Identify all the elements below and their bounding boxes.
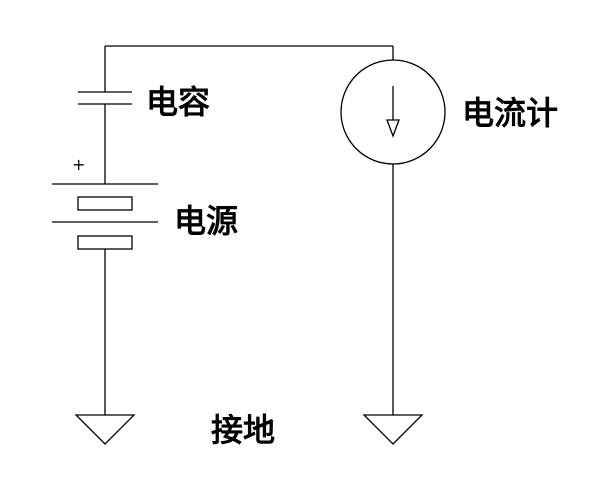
positive-terminal-label: + <box>72 155 85 174</box>
capacitor-symbol <box>78 91 132 105</box>
battery-symbol <box>52 183 158 250</box>
ammeter-symbol <box>340 59 446 165</box>
capacitor-label: 电容 <box>146 83 210 121</box>
power-source-label: 电源 <box>174 202 238 240</box>
ground-icon-right <box>362 414 424 445</box>
ammeter-label: 电流计 <box>462 94 558 132</box>
ground-label: 接地 <box>211 411 275 449</box>
ground-icon-left <box>74 414 136 445</box>
